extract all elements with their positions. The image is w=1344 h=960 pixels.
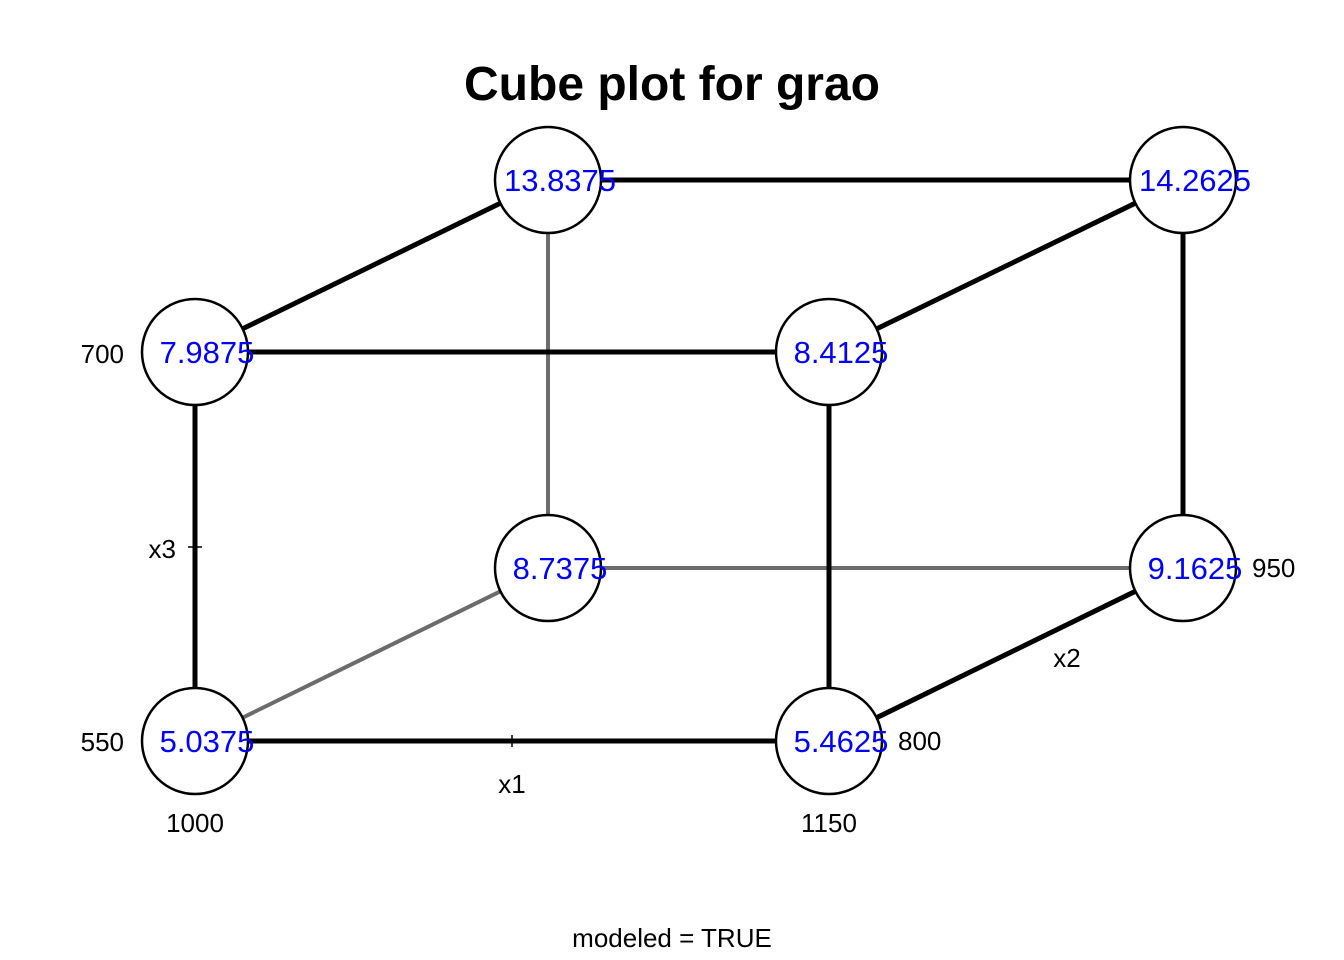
corner-node: 13.8375 (493, 125, 616, 235)
edge-x2-top-right (827, 177, 1185, 355)
x1-axis-label: x1 (498, 769, 525, 799)
corner-value: 9.1625 (1148, 551, 1243, 586)
corner-node: 5.4625 (774, 686, 889, 796)
x1-low-label: 1000 (166, 808, 224, 838)
x3-low-label: 550 (81, 727, 124, 757)
corner-node: 7.9875 (140, 297, 255, 407)
edge-x2-front-bottom (827, 565, 1185, 744)
x1-high-label: 1150 (801, 808, 857, 838)
corner-value: 13.8375 (504, 163, 616, 198)
corner-node: 8.7375 (493, 513, 608, 623)
corner-value: 5.4625 (794, 724, 889, 759)
edge-x2-top-left (193, 177, 550, 355)
corner-node: 8.4125 (774, 297, 889, 407)
corner-value: 14.2625 (1139, 163, 1251, 198)
plot-title: Cube plot for grao (464, 58, 880, 111)
x2-high-label: 950 (1252, 553, 1295, 583)
corner-node: 9.1625 (1128, 513, 1243, 623)
x2-axis-label: x2 (1053, 643, 1080, 673)
footer-note: modeled = TRUE (572, 923, 772, 953)
corner-node: 5.0375 (140, 686, 255, 796)
x3-high-label: 700 (81, 339, 124, 369)
edge-x2-low-back (194, 566, 549, 743)
corner-value: 8.4125 (794, 335, 889, 370)
x2-low-label: 800 (898, 726, 941, 756)
x3-axis-label: x3 (149, 534, 176, 564)
corner-value: 8.7375 (513, 551, 608, 586)
corner-node: 14.2625 (1128, 125, 1251, 235)
corner-value: 5.0375 (160, 724, 255, 759)
corner-value: 7.9875 (160, 335, 255, 370)
